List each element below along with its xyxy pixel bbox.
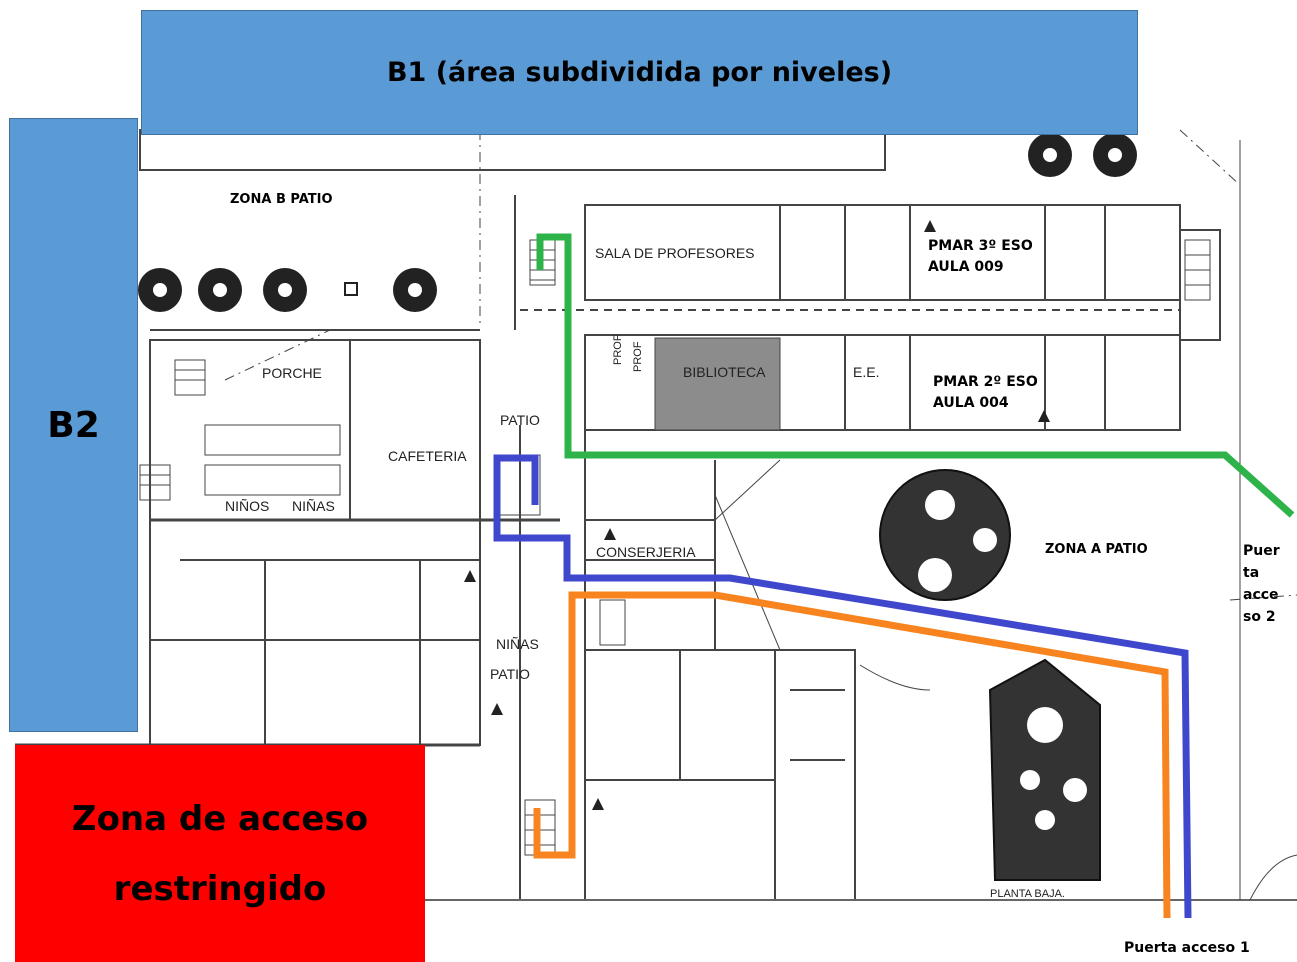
zone-b1-banner: B1 (área subdividida por niveles) xyxy=(141,10,1138,135)
label-ninas-lower: NIÑAS xyxy=(496,636,539,652)
label-door-2: Puer ta acce so 2 xyxy=(1243,543,1280,625)
zone-b2-block: B2 xyxy=(9,118,138,732)
green-route xyxy=(536,233,1295,518)
label-cafeteria: CAFETERIA xyxy=(388,448,467,464)
label-porche: PORCHE xyxy=(262,365,322,381)
orange-route xyxy=(533,591,1171,919)
walls xyxy=(15,129,1297,901)
label-conserjeria: CONSERJERIA xyxy=(596,544,696,560)
label-biblioteca: BIBLIOTECA xyxy=(683,364,766,380)
library-room xyxy=(654,337,781,431)
house-planter xyxy=(988,658,1101,881)
label-ninas-upper: NIÑAS xyxy=(292,498,335,514)
label-sala-profesores: SALA DE PROFESORES xyxy=(595,245,755,261)
round-planter xyxy=(879,469,1011,601)
restricted-zone: Zona de acceso restringido xyxy=(15,745,425,962)
label-patio-upper: PATIO xyxy=(500,412,540,428)
label-ee: E.E. xyxy=(853,364,880,380)
label-patio-lower: PATIO xyxy=(490,666,530,682)
label-zona-b-patio: ZONA B PATIO xyxy=(230,192,333,207)
label-pmar2-line1: PMAR 2º ESO xyxy=(933,374,1038,390)
label-pmar3-line2: AULA 009 xyxy=(928,259,1004,275)
label-planta-baja: PLANTA BAJA. xyxy=(990,888,1065,900)
label-prof-2: PROF xyxy=(632,341,644,372)
label-pmar2-line2: AULA 004 xyxy=(933,395,1009,411)
label-ninos: NIÑOS xyxy=(225,498,270,514)
blue-route xyxy=(493,454,1192,919)
label-prof-1: PROF xyxy=(612,334,624,365)
warning-icons xyxy=(464,220,1050,810)
label-door-1: Puerta acceso 1 xyxy=(1124,940,1250,956)
label-zona-a-patio: ZONA A PATIO xyxy=(1045,542,1148,557)
label-pmar3-line1: PMAR 3º ESO xyxy=(928,238,1033,254)
